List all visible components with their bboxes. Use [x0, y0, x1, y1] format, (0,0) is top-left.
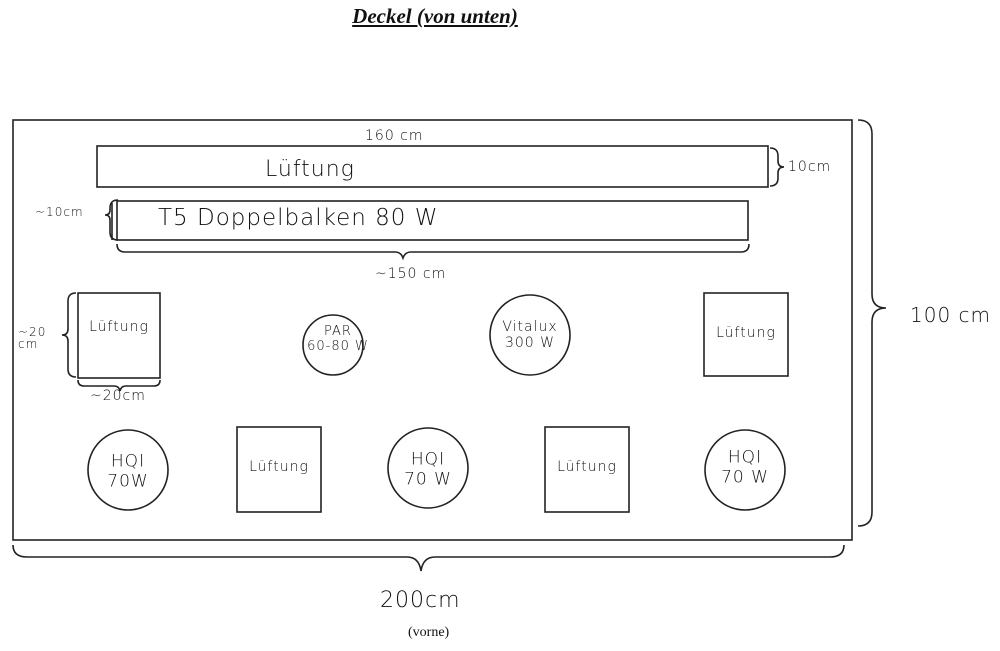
- vent-left-label: Lüftung: [89, 318, 149, 335]
- brace-200cm: [12, 544, 845, 572]
- t5-bar: [116, 200, 749, 241]
- vitalux-label: Vitalux 300 W: [502, 319, 557, 351]
- hqi-3-label: HQI 70 W: [721, 448, 769, 487]
- brace-100cm: [857, 119, 887, 527]
- hqi-lamp-2: [387, 427, 469, 509]
- hqi-2-watt: 70 W: [404, 469, 452, 489]
- dim-160cm: 160 cm: [365, 128, 424, 144]
- brace-t5-left: [104, 199, 119, 241]
- hqi-2-label: HQI 70 W: [404, 450, 452, 489]
- hqi-3-name: HQI: [727, 447, 763, 468]
- front-label: (vorne): [408, 625, 450, 640]
- dim-10cm-left: ~10cm: [35, 205, 84, 219]
- hqi-3-watt: 70 W: [721, 467, 769, 487]
- brace-sq-left: [61, 292, 77, 378]
- par-label: PAR 60-80 W: [307, 324, 369, 355]
- vitalux-watt: 300 W: [504, 335, 555, 351]
- par-name: PAR: [324, 324, 352, 340]
- par-lamp: [302, 314, 364, 376]
- dim-10cm-right: 10cm: [788, 159, 832, 175]
- dim-200cm: 200cm: [380, 588, 461, 613]
- hqi-lamp-3: [704, 429, 786, 511]
- vent-bottom-2-label: Lüftung: [557, 458, 617, 475]
- hqi-2-name: HQI: [410, 449, 446, 470]
- par-watt: 60-80 W: [307, 339, 369, 354]
- dim-20cm-height: ~20 cm: [18, 325, 47, 351]
- hqi-1-label: HQI 70W: [107, 452, 148, 491]
- brace-10cm: [769, 147, 785, 187]
- t5-label: T5 Doppelbalken 80 W: [158, 205, 439, 231]
- vitalux-lamp: [489, 294, 571, 376]
- vent-left: [77, 292, 161, 379]
- dim-100cm: 100 cm: [910, 303, 992, 327]
- top-vent-label: Lüftung: [265, 157, 355, 182]
- vent-bottom-1: [236, 426, 322, 513]
- hqi-lamp-1: [87, 429, 169, 511]
- lid-outline: [12, 119, 853, 541]
- vitalux-name: Vitalux: [502, 318, 558, 335]
- dim-20cm-width: ~20cm: [90, 388, 146, 404]
- brace-150cm: [116, 243, 750, 261]
- brace-sq-bottom: [77, 379, 161, 392]
- vent-bottom-1-label: Lüftung: [249, 458, 309, 475]
- vent-right-label: Lüftung: [716, 324, 776, 341]
- vent-right: [703, 292, 789, 377]
- hqi-1-watt: 70W: [107, 471, 149, 491]
- vent-bottom-2: [544, 426, 630, 513]
- hqi-1-name: HQI: [110, 451, 146, 472]
- page-title: Deckel (von unten): [352, 4, 518, 28]
- dim-150cm: ~150 cm: [375, 266, 447, 282]
- top-vent-bar: [96, 145, 769, 188]
